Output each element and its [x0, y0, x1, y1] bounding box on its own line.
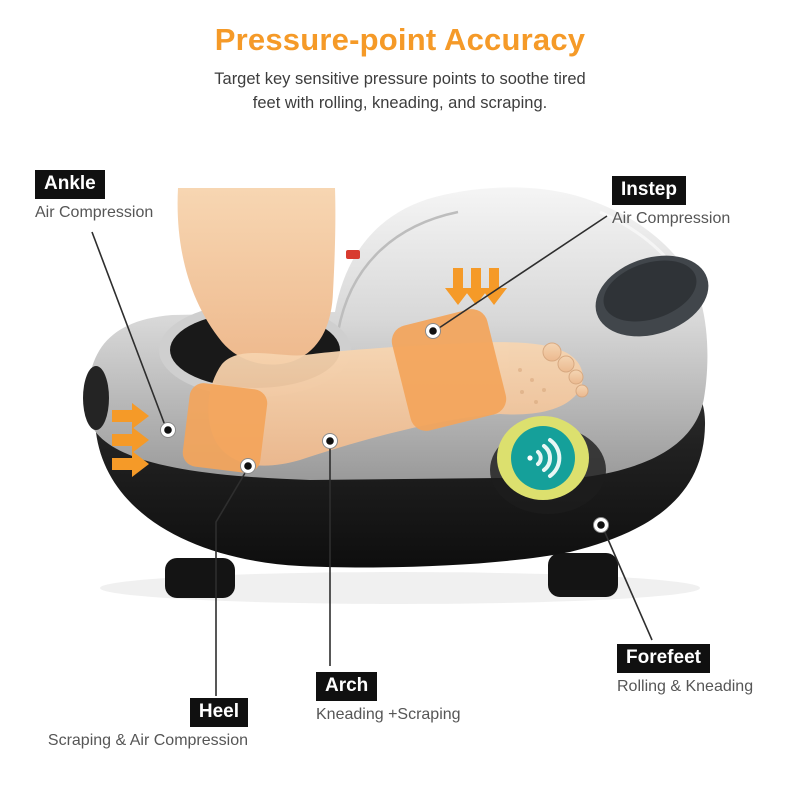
- right-arrow-icon: [112, 427, 149, 453]
- ankle-point-marker: [160, 422, 176, 438]
- callout-arch-desc: Kneading +Scraping: [316, 705, 461, 723]
- callout-arch: Arch Kneading +Scraping: [316, 672, 461, 724]
- callout-arch-label: Arch: [316, 672, 378, 701]
- compression-arrows: [112, 268, 507, 477]
- forefeet-point-marker: [593, 517, 609, 533]
- page-title: Pressure-point Accuracy: [214, 22, 586, 57]
- heel-zone: [182, 383, 268, 473]
- instep-zone: [391, 309, 507, 431]
- callout-ankle-label: Ankle: [35, 170, 105, 199]
- leader-lines: [91, 215, 653, 696]
- leg: [177, 188, 336, 365]
- callout-heel-label: Heel: [189, 698, 248, 727]
- callout-heel: Heel Scraping & Air Compression: [30, 698, 248, 750]
- heat-waves-icon: [536, 438, 562, 478]
- subtitle-line-1: Target key sensitive pressure points to …: [214, 70, 586, 88]
- callout-instep: Instep Air Compression: [612, 176, 730, 228]
- callout-ankle: Ankle Air Compression: [35, 170, 153, 222]
- forefeet-leader-line: [602, 527, 653, 641]
- heel-point-marker: [240, 458, 256, 474]
- top-panel: [595, 255, 709, 337]
- instep-leader-line: [435, 215, 608, 331]
- subtitle-line-2: feet with rolling, kneading, and scrapin…: [252, 93, 548, 112]
- callout-ankle-desc: Air Compression: [35, 203, 154, 221]
- machine-feet: [165, 553, 618, 598]
- down-arrow-icon: [445, 268, 471, 305]
- heat-roller: [490, 416, 606, 514]
- callout-forefeet-desc: Rolling & Kneading: [617, 677, 754, 695]
- header: Pressure-point Accuracy Target key sensi…: [0, 22, 800, 116]
- right-arrow-icon: [112, 403, 149, 429]
- side-vent: [83, 366, 109, 430]
- callout-forefeet-label: Forefeet: [617, 644, 710, 673]
- power-indicator: [346, 250, 360, 259]
- callout-forefeet: Forefeet Rolling & Kneading: [617, 644, 753, 696]
- callout-heel-desc: Scraping & Air Compression: [47, 731, 248, 749]
- subtitle: Target key sensitive pressure points to …: [0, 68, 800, 116]
- down-arrow-icon: [463, 268, 489, 305]
- arch-point-marker: [322, 433, 338, 449]
- heel-leader-line: [215, 467, 249, 696]
- right-arrow-icon: [112, 451, 149, 477]
- tunnel-seam: [336, 210, 459, 333]
- massage-zones: [182, 309, 507, 473]
- instep-point-marker: [425, 323, 441, 339]
- point-markers: [160, 323, 609, 533]
- ankle-leader-line: [91, 231, 167, 429]
- callout-instep-label: Instep: [612, 176, 686, 205]
- callout-instep-desc: Air Compression: [612, 209, 731, 227]
